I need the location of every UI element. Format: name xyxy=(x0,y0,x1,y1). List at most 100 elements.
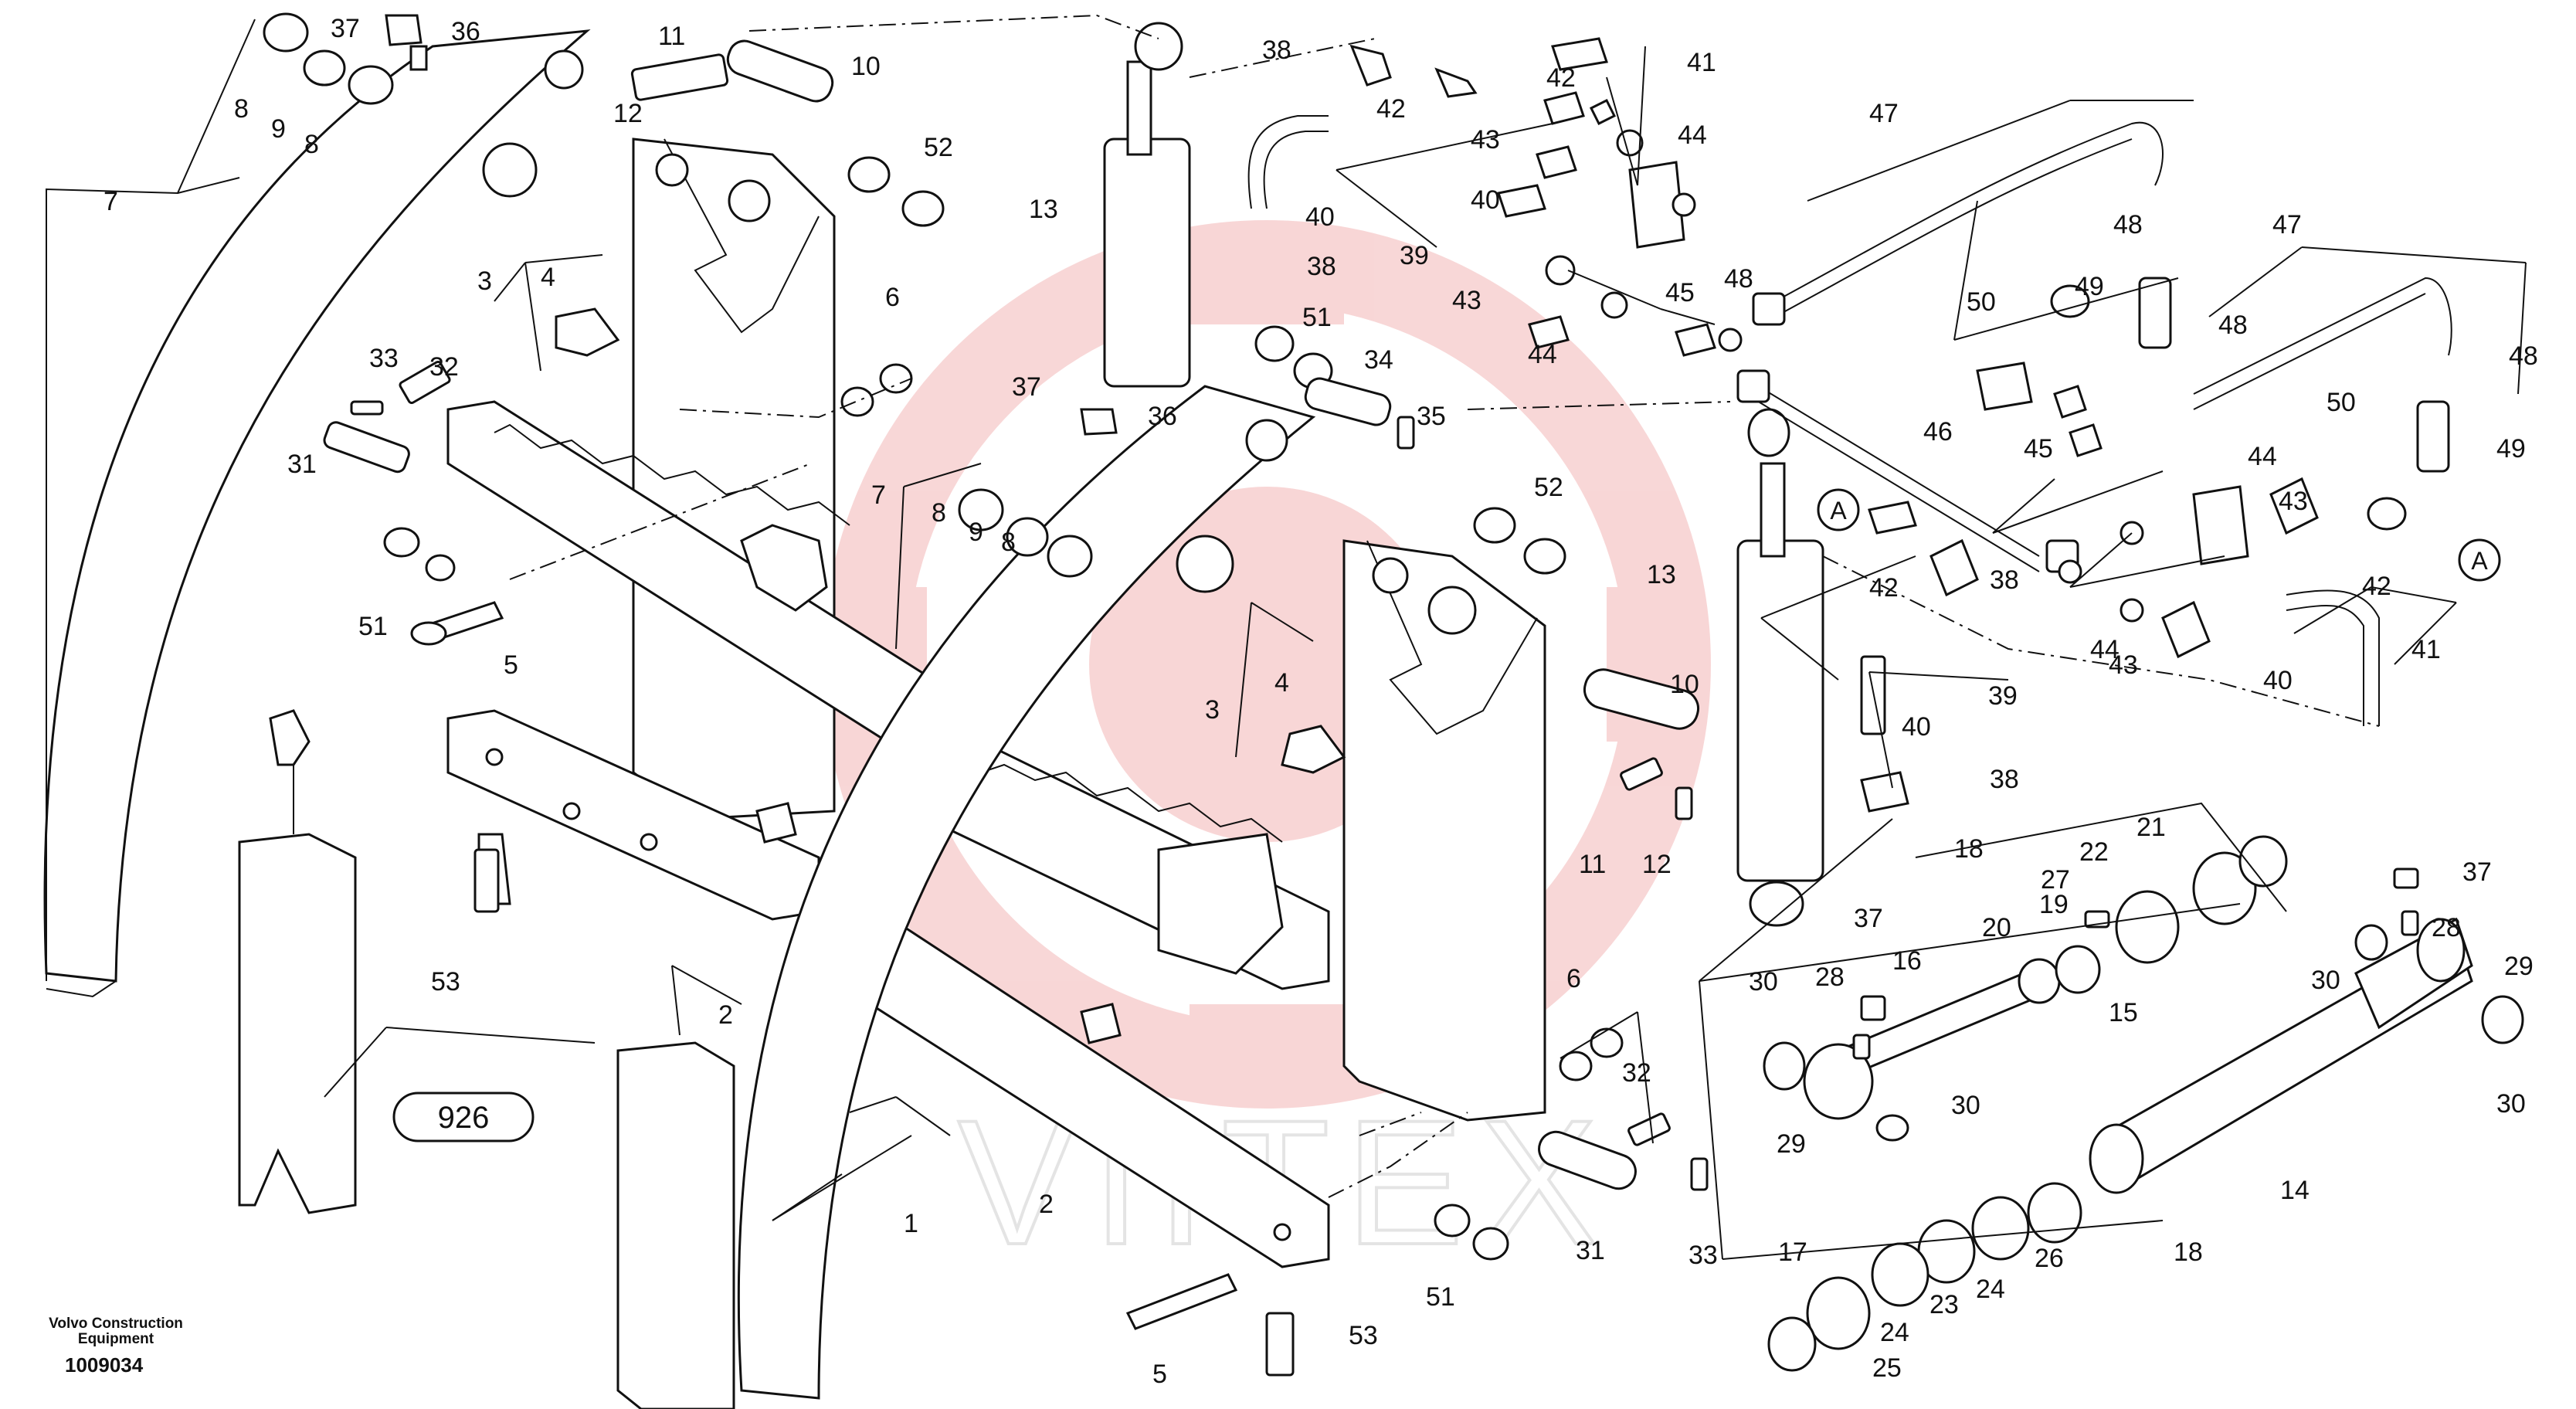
callout-38: 38 xyxy=(1307,252,1336,281)
callout-1: 1 xyxy=(904,1209,918,1238)
callout-50: 50 xyxy=(2327,388,2356,417)
callout-38: 38 xyxy=(1990,565,2019,595)
callout-42: 42 xyxy=(1376,94,1406,124)
callout-4: 4 xyxy=(1274,668,1289,698)
callout-23: 23 xyxy=(1929,1290,1959,1319)
callout-21: 21 xyxy=(2136,813,2166,842)
callout-2: 2 xyxy=(718,1000,733,1030)
cylinder-upper xyxy=(1103,22,1191,388)
callout-30: 30 xyxy=(2496,1089,2526,1119)
callout-11: 11 xyxy=(1579,850,1606,879)
cylinder-lower xyxy=(1736,408,1824,927)
callout-43: 43 xyxy=(1471,125,1500,154)
center-fork-assembly xyxy=(737,325,1709,1400)
callout-35: 35 xyxy=(1417,402,1446,431)
callout-43: 43 xyxy=(1452,286,1481,315)
callout-49: 49 xyxy=(2075,272,2104,301)
callout-51: 51 xyxy=(1426,1282,1455,1312)
callout-27: 27 xyxy=(2041,865,2070,895)
callouts: 1 2 2 3 3 4 4 5 5 6 6 7 7 8 8 8 8 9 9 10… xyxy=(104,14,2538,1389)
callout-47: 47 xyxy=(1869,99,1899,128)
callout-8: 8 xyxy=(1001,528,1016,557)
callout-42: 42 xyxy=(2362,572,2391,601)
callout-40: 40 xyxy=(1471,185,1500,215)
callout-31: 31 xyxy=(1576,1236,1605,1265)
callout-10: 10 xyxy=(851,52,881,81)
callout-37: 37 xyxy=(1012,372,1041,402)
callout-12: 12 xyxy=(613,99,643,128)
frame-plate-center xyxy=(1342,539,1546,1122)
callout-48: 48 xyxy=(2218,311,2248,340)
callout-44: 44 xyxy=(1528,340,1557,369)
callout-8: 8 xyxy=(234,94,249,124)
callout-45: 45 xyxy=(1665,278,1695,307)
callout-33: 33 xyxy=(369,344,399,373)
callout-26: 26 xyxy=(2035,1244,2064,1273)
callout-3: 3 xyxy=(1205,695,1220,725)
callout-30: 30 xyxy=(2311,966,2340,995)
callout-49: 49 xyxy=(2496,434,2526,463)
callout-44: 44 xyxy=(2248,442,2277,471)
callout-44: 44 xyxy=(2090,635,2120,664)
reference-badge: 926 xyxy=(392,1092,535,1142)
callout-32: 32 xyxy=(429,352,459,382)
callout-39: 39 xyxy=(1988,681,2018,711)
callout-33: 33 xyxy=(1688,1241,1718,1270)
callout-24: 24 xyxy=(1880,1318,1909,1347)
callout-10: 10 xyxy=(1670,670,1699,699)
callout-22: 22 xyxy=(2079,837,2109,867)
callout-48: 48 xyxy=(2113,210,2143,239)
callout-38: 38 xyxy=(1990,765,2019,794)
callout-34: 34 xyxy=(1364,345,1393,375)
callout-2: 2 xyxy=(1039,1190,1054,1219)
callout-53: 53 xyxy=(1349,1321,1378,1350)
callout-13: 13 xyxy=(1647,560,1676,589)
callout-13: 13 xyxy=(1029,195,1058,224)
callout-42: 42 xyxy=(1546,63,1576,93)
callout-30: 30 xyxy=(1951,1091,1980,1120)
callout-8: 8 xyxy=(932,498,946,528)
leader-lines xyxy=(46,19,2527,1260)
callout-6: 6 xyxy=(885,283,900,312)
callout-32: 32 xyxy=(1622,1058,1651,1088)
callout-48: 48 xyxy=(2509,341,2538,371)
section-marker-a-2-label: A xyxy=(2471,547,2488,575)
section-marker-a-1-label: A xyxy=(1830,497,1847,525)
callout-42: 42 xyxy=(1869,573,1899,603)
callout-29: 29 xyxy=(1777,1129,1806,1159)
callout-18: 18 xyxy=(2174,1238,2203,1267)
callout-45: 45 xyxy=(2024,434,2053,463)
callout-53: 53 xyxy=(431,967,460,996)
callout-30: 30 xyxy=(1749,967,1778,996)
callout-41: 41 xyxy=(1687,48,1716,77)
callout-9: 9 xyxy=(969,518,983,547)
callout-3: 3 xyxy=(477,267,492,296)
callout-7: 7 xyxy=(104,187,118,216)
callout-16: 16 xyxy=(1892,946,1922,976)
callout-51: 51 xyxy=(1302,303,1332,332)
callout-40: 40 xyxy=(1305,202,1335,232)
callout-17: 17 xyxy=(1778,1238,1807,1267)
callout-7: 7 xyxy=(871,480,886,510)
callout-40: 40 xyxy=(1902,712,1931,742)
left-fasteners xyxy=(263,12,1295,1377)
callout-37: 37 xyxy=(2462,857,2492,887)
callout-40: 40 xyxy=(2263,666,2293,695)
callout-39: 39 xyxy=(1400,241,1429,270)
callout-8: 8 xyxy=(304,130,319,159)
callout-5: 5 xyxy=(1152,1360,1167,1389)
cylinder-14-group xyxy=(1763,835,2524,1372)
callout-9: 9 xyxy=(271,114,286,144)
callout-37: 37 xyxy=(1854,904,1883,933)
callout-36: 36 xyxy=(1148,402,1177,431)
left-fork-assembly xyxy=(43,29,959,998)
callout-5: 5 xyxy=(504,650,518,680)
callout-25: 25 xyxy=(1872,1353,1902,1383)
section-marker-a-2: A xyxy=(2458,538,2501,582)
callout-18: 18 xyxy=(1954,834,1984,864)
callout-6: 6 xyxy=(1566,964,1581,993)
hydraulic-lines xyxy=(1247,37,2452,813)
callout-50: 50 xyxy=(1967,287,1996,317)
callout-44: 44 xyxy=(1678,121,1707,150)
fork-arm-left xyxy=(43,29,591,983)
